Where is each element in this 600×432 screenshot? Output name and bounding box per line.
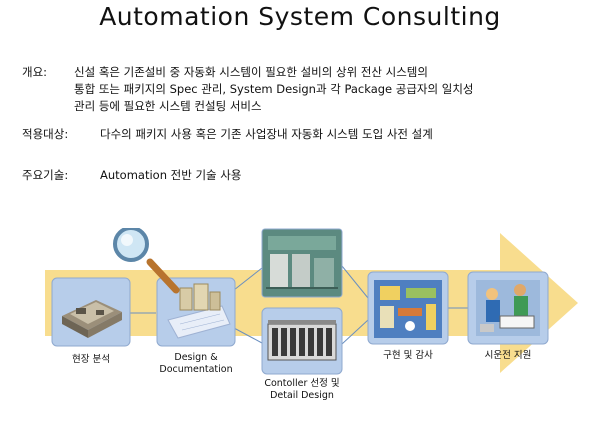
- process-diagram: 현장 분석 Design & Documentation Contoller 선…: [0, 226, 600, 428]
- target-text: 다수의 패키지 사용 혹은 기존 사업장내 자동화 시스템 도입 사전 설계: [100, 127, 433, 141]
- design-documentation-icon: [156, 277, 236, 347]
- step-caption-implementation: 구현 및 감사: [383, 350, 433, 361]
- purpose-line: 통합 또는 패키지의 Spec 관리, System Design과 각 Pac…: [74, 82, 474, 96]
- implementation-audit-icon: [367, 271, 449, 345]
- process-diagram-graphic: [45, 226, 578, 375]
- target-label: 적용대상:: [22, 127, 69, 141]
- controller-plc-icon: [261, 307, 343, 375]
- step-caption-controller: Contoller 선정 및 Detail Design: [247, 378, 357, 402]
- step-caption-site-analysis: 현장 분석: [72, 354, 110, 365]
- step-caption-design-documentation: Design & Documentation: [142, 352, 250, 376]
- connector-lines: [130, 265, 468, 345]
- caption-line: Contoller 선정 및: [264, 378, 340, 389]
- magnifier-icon: [113, 226, 180, 294]
- caption-line: Documentation: [159, 364, 233, 375]
- page-title: Automation System Consulting: [99, 2, 501, 31]
- equipment-photo: [261, 228, 343, 298]
- step-caption-commissioning: 시운전 지원: [484, 350, 532, 361]
- purpose-text: 신설 혹은 기존설비 중 자동화 시스템이 필요한 설비의 상위 전산 시스템의…: [74, 64, 473, 115]
- caption-line: Detail Design: [270, 390, 334, 401]
- purpose-label: 개요:: [22, 65, 48, 79]
- purpose-line: 신설 혹은 기존설비 중 자동화 시스템이 필요한 설비의 상위 전산 시스템의: [74, 65, 428, 79]
- commissioning-support-icon: [467, 271, 549, 345]
- caption-line: Design &: [174, 352, 218, 363]
- process-flow-arrow: [45, 233, 578, 373]
- tech-text: Automation 전반 기술 사용: [100, 168, 242, 182]
- site-analysis-icon: [51, 277, 131, 347]
- purpose-line: 관리 등에 필요한 시스템 컨설팅 서비스: [74, 99, 262, 113]
- tech-label: 주요기술:: [22, 168, 69, 182]
